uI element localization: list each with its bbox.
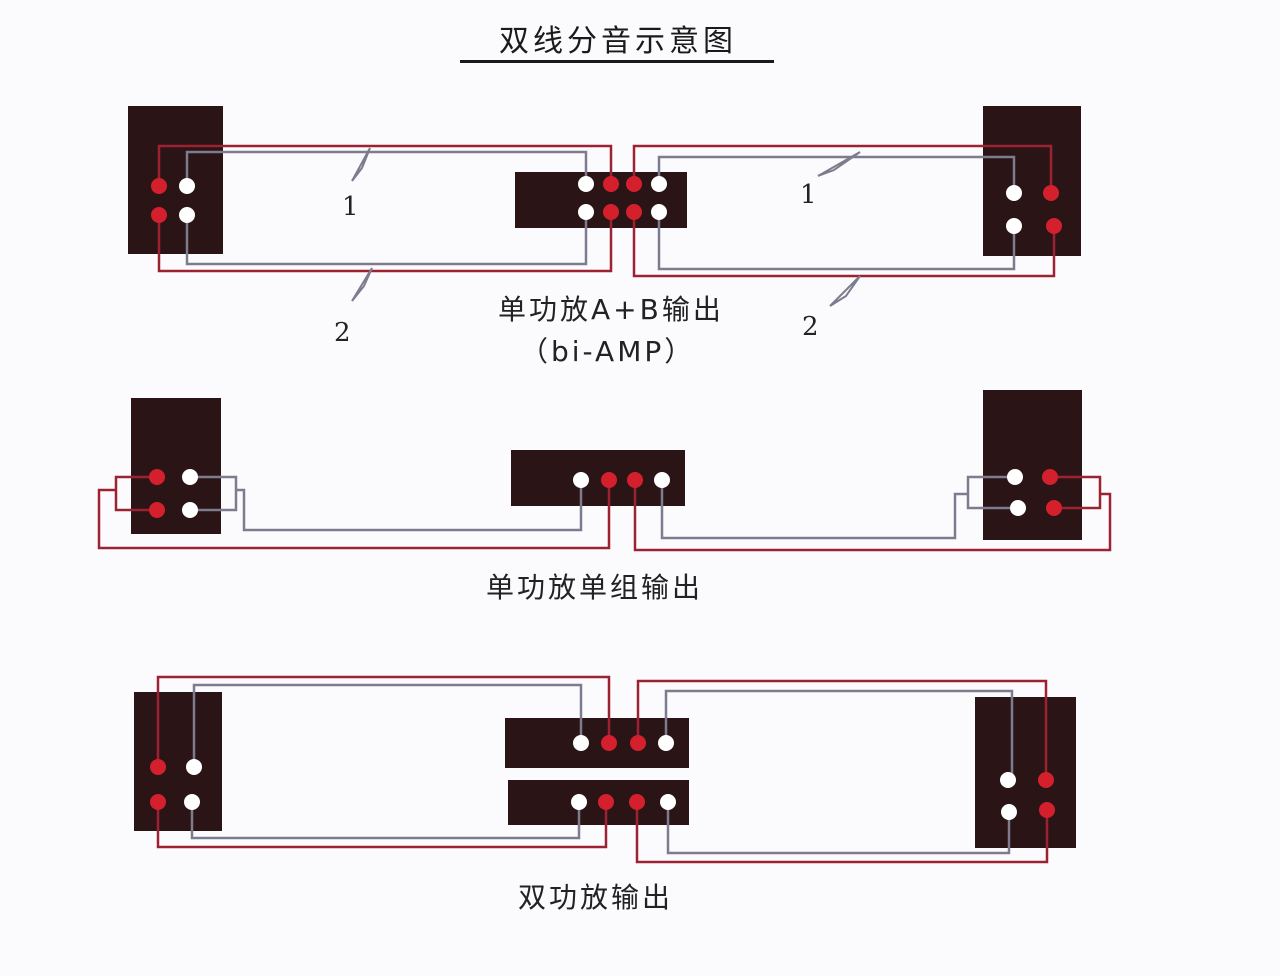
amp1-terminal-5 <box>578 204 594 220</box>
amp1-terminal-1 <box>578 176 594 192</box>
left-speaker-1 <box>128 106 223 254</box>
right-spk2-white-terminal-top <box>1007 469 1023 485</box>
wire-3-red-left-bottom <box>156 802 608 849</box>
left-gray-jumper <box>190 475 238 512</box>
right-spk1-white-terminal-top <box>1006 185 1022 201</box>
right-spk3-white-terminal-bottom <box>1001 804 1017 820</box>
left-spk3-white-terminal-top <box>186 759 202 775</box>
left-spk2-red-terminal-top <box>149 469 165 485</box>
amp3a-terminal-4 <box>658 735 674 751</box>
wire-1-gray-right-top <box>657 155 1016 193</box>
wire-1-gray-left-bottom <box>185 212 588 266</box>
biamp-caption: 单功放A+B输出 <box>498 293 724 326</box>
left-spk1-white-terminal-bottom <box>179 207 195 223</box>
right-speaker-2 <box>983 390 1082 540</box>
right-speaker-3 <box>975 697 1076 848</box>
left-spk1-red-terminal-bottom <box>151 207 167 223</box>
amp1-terminal-6 <box>603 204 619 220</box>
amp3a-terminal-1 <box>573 735 589 751</box>
right-speaker-1 <box>983 106 1081 256</box>
wire-3-red-right-bottom <box>635 802 1049 864</box>
wire-3-gray-right-bottom <box>666 802 1011 855</box>
left-spk3-red-terminal-top <box>150 759 166 775</box>
callout-leader-1-right <box>817 151 861 177</box>
amp3b-terminal-4 <box>660 794 676 810</box>
callout-leader-2-right <box>829 275 861 307</box>
amp1-terminal-2 <box>603 176 619 192</box>
section-biamp <box>128 106 1081 307</box>
wire-3-red-left-top <box>156 675 611 767</box>
amp3a-terminal-2 <box>601 735 617 751</box>
right-red-jumper <box>1050 475 1102 510</box>
right-spk1-red-terminal-top <box>1043 185 1059 201</box>
wire-3-gray-left-top <box>192 683 583 767</box>
biamp-subcaption: （bi-AMP） <box>520 335 696 368</box>
wire-2-red-right <box>633 480 1112 552</box>
right-gray-jumper <box>966 475 1018 510</box>
left-spk2-white-terminal-bottom <box>182 502 198 518</box>
amp2-terminal-1 <box>573 472 589 488</box>
right-spk1-red-terminal-bottom <box>1046 218 1062 234</box>
left-speaker-3 <box>134 692 222 831</box>
left-spk2-white-terminal-top <box>182 469 198 485</box>
amp2-terminal-2 <box>601 472 617 488</box>
title-underline <box>460 60 774 63</box>
amp1-terminal-3 <box>626 176 642 192</box>
section-single-amp <box>97 390 1112 552</box>
right-spk2-red-terminal-top <box>1042 469 1058 485</box>
amp3a-terminal-3 <box>630 735 646 751</box>
right-spk3-white-terminal-top <box>1000 772 1016 788</box>
amp2-terminal-3 <box>627 472 643 488</box>
wire-3-gray-right-top <box>664 689 1014 780</box>
left-spk3-red-terminal-bottom <box>150 794 166 810</box>
right-spk3-red-terminal-top <box>1038 772 1054 788</box>
right-spk2-white-terminal-bottom <box>1010 500 1026 516</box>
wire-label-1-right: 1 <box>800 180 817 210</box>
amp1-terminal-8 <box>651 204 667 220</box>
amp1-terminal-4 <box>651 176 667 192</box>
left-red-jumper <box>114 475 157 512</box>
amp2-terminal-4 <box>654 472 670 488</box>
single-amp-caption: 单功放单组输出 <box>486 571 704 604</box>
section-dual-amp <box>134 675 1076 864</box>
left-spk3-white-terminal-bottom <box>184 794 200 810</box>
wire-1-gray-left-top <box>185 150 588 186</box>
dual-amp-caption: 双功放输出 <box>518 881 674 914</box>
amp1-terminal-7 <box>626 204 642 220</box>
wire-1-red-right-bottom <box>632 212 1056 278</box>
wire-1-red-left-top <box>157 144 613 186</box>
right-spk1-white-terminal-bottom <box>1006 218 1022 234</box>
diagram-title: 双线分音示意图 <box>499 24 737 59</box>
wire-1-red-left-bottom <box>157 212 613 273</box>
wire-1-red-right-top <box>632 144 1053 193</box>
callout-leader-2-left <box>351 267 373 302</box>
wire-label-1-left: 1 <box>342 192 359 222</box>
wire-2-red-left <box>97 480 611 550</box>
left-speaker-2 <box>131 398 221 534</box>
amp3b-terminal-1 <box>571 794 587 810</box>
wire-1-gray-right-bottom <box>657 212 1016 271</box>
amp3b-terminal-2 <box>598 794 614 810</box>
wire-label-2-right: 2 <box>802 312 819 342</box>
callout-leader-1-left <box>351 147 371 182</box>
left-spk1-red-terminal-top <box>151 178 167 194</box>
wire-2-gray-left <box>236 480 583 532</box>
right-spk3-red-terminal-bottom <box>1039 802 1055 818</box>
right-spk2-red-terminal-bottom <box>1046 500 1062 516</box>
left-spk1-white-terminal-top <box>179 178 195 194</box>
wire-2-gray-right <box>660 480 968 540</box>
wire-3-gray-left-bottom <box>190 802 581 840</box>
wire-3-red-right-top <box>636 679 1048 780</box>
left-spk2-red-terminal-bottom <box>149 502 165 518</box>
amp3b-terminal-3 <box>629 794 645 810</box>
wire-label-2-left: 2 <box>334 318 351 348</box>
